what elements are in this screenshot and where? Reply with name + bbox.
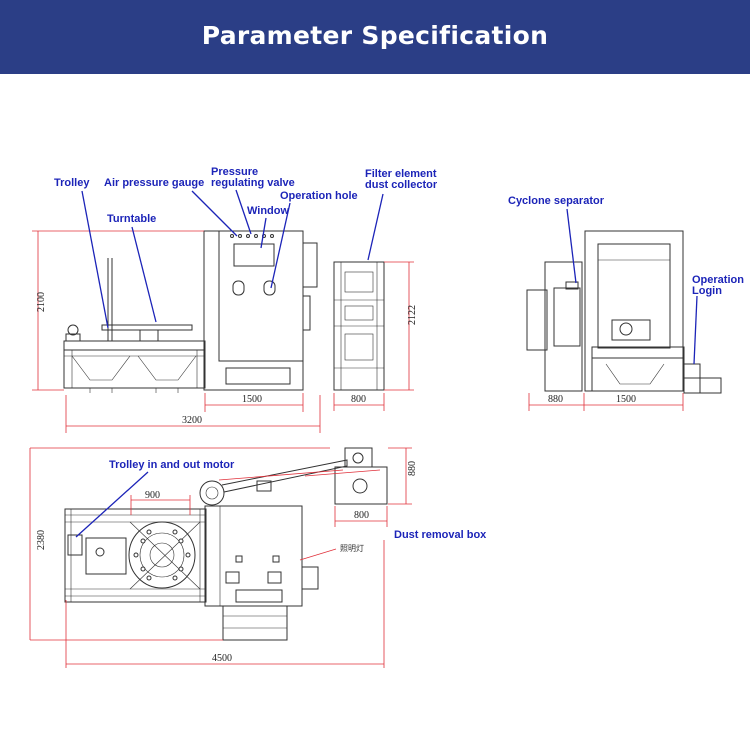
label-air-pressure-gauge: Air pressure gauge (104, 177, 204, 189)
dim-side-depth: 880 (548, 394, 563, 405)
label-trolley: Trolley (54, 177, 90, 189)
dim-dust-box-depth: 880 (407, 461, 418, 476)
front-view (63, 230, 385, 393)
dim-turntable-diameter: 900 (145, 490, 160, 501)
side-view (526, 230, 722, 394)
label-window: Window (247, 205, 289, 217)
label-operation-login-1: Operation (692, 274, 744, 286)
dim-front-height: 2100 (36, 292, 47, 312)
label-operation-hole: Operation hole (280, 190, 358, 202)
dim-top-total-width: 4500 (212, 653, 232, 664)
dim-side-width: 1500 (616, 394, 636, 405)
dimension-values: 2100 1500 3200 2122 800 880 1500 2380 90… (36, 292, 636, 664)
front-dimensions (32, 230, 414, 433)
dim-top-height: 2380 (36, 530, 47, 550)
dim-cabinet-width: 1500 (242, 394, 262, 405)
leader-lines (75, 189, 698, 538)
top-dimensions (29, 447, 412, 668)
label-operation-login-2: Login (692, 285, 722, 297)
label-trolley-motor: Trolley in and out motor (109, 459, 235, 471)
label-filter-element-2: dust collector (365, 179, 438, 191)
label-lighting: 照明灯 (340, 543, 364, 553)
label-filter-element-1: Filter element (365, 168, 437, 180)
label-dust-removal-box: Dust removal box (394, 529, 487, 541)
turntable-holes (133, 529, 191, 581)
top-view (64, 447, 388, 641)
dim-collector-width: 800 (351, 394, 366, 405)
header-banner: Parameter Specification (0, 0, 750, 74)
label-turntable: Turntable (107, 213, 156, 225)
page-title: Parameter Specification (201, 21, 549, 50)
label-pressure-regulating-valve-2: regulating valve (211, 177, 295, 189)
label-pressure-regulating-valve-1: Pressure (211, 166, 258, 178)
label-cyclone-separator: Cyclone separator (508, 195, 605, 207)
side-dimensions (528, 393, 684, 411)
dim-collector-height: 2122 (407, 305, 418, 325)
dim-front-total-width: 3200 (182, 415, 202, 426)
dim-dust-box-width: 800 (354, 510, 369, 521)
callout-labels: Trolley Air pressure gauge Pressure regu… (54, 166, 744, 553)
